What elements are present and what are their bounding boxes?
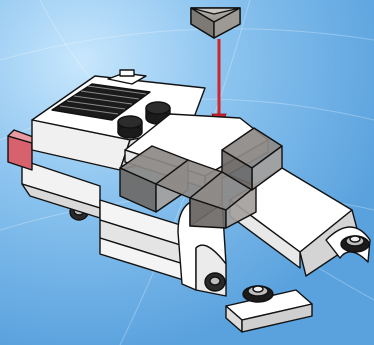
front-bumper bbox=[225, 289, 313, 333]
front-right-wheel bbox=[325, 226, 371, 263]
transparent-slope-brick-part bbox=[190, 7, 241, 39]
windshield-bricks bbox=[119, 127, 283, 229]
engine-grille bbox=[51, 69, 151, 121]
front-left-headlamp bbox=[242, 285, 274, 303]
lego-car-model bbox=[7, 69, 371, 333]
